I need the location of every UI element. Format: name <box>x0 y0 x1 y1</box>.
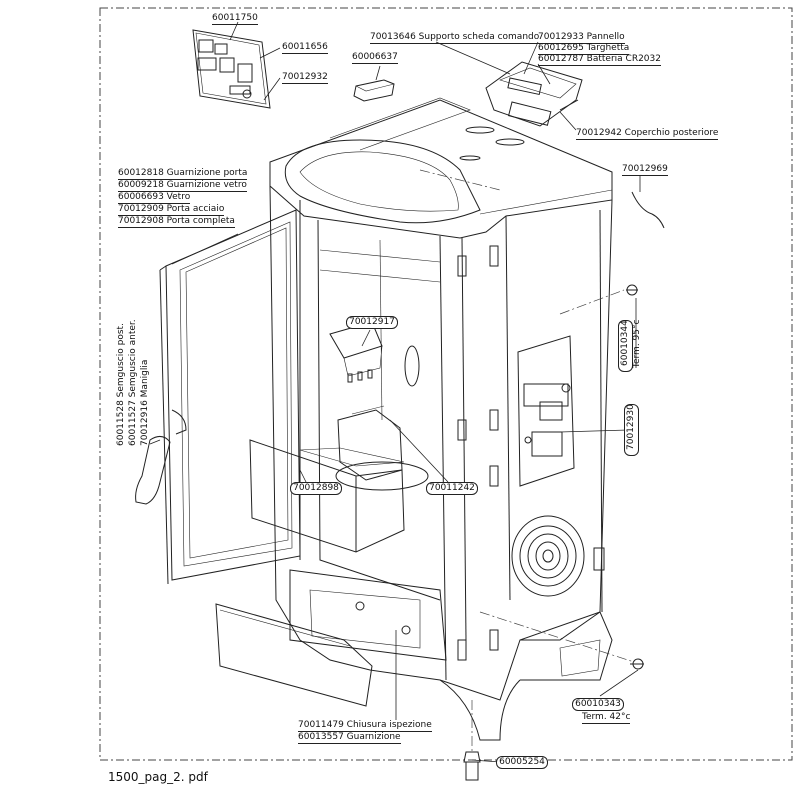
fan-part <box>511 515 585 597</box>
label-60010343-term: Term. 42°c <box>582 712 631 724</box>
label-60010343: 60010343 <box>572 698 624 711</box>
label-70012930: 70012930 <box>626 404 636 450</box>
label-60012787: 60012787 Batteria CR2032 <box>538 54 661 66</box>
label-60011527: 60011527 Semguscio anter. <box>128 319 138 446</box>
label-60011528: 60011528 Semguscio post. <box>116 323 126 446</box>
stove-top <box>269 97 613 239</box>
page-border <box>99 7 793 761</box>
label-60013557: 60013557 Guarnizione <box>298 732 401 744</box>
label-60006693: 60006693 Vetro <box>118 192 191 204</box>
label-70012908: 70012908 Porta completa <box>118 216 235 228</box>
label-60011656: 60011656 <box>282 42 328 54</box>
label-60010344-term: Term. 95°c <box>632 319 642 368</box>
foot-part <box>463 751 481 781</box>
label-60005254: 60005254 <box>496 756 548 769</box>
label-70012909: 70012909 Porta acciaio <box>118 204 225 216</box>
ash-drawer-part <box>249 439 405 553</box>
label-60009218: 60009218 Guarnizione vetro <box>118 180 247 192</box>
label-70012933: 70012933 Pannello <box>538 32 625 44</box>
label-70012930-box <box>624 404 639 456</box>
label-60011750: 60011750 <box>212 13 258 25</box>
pellet-hopper-part <box>329 321 383 383</box>
axis-lines <box>419 169 635 752</box>
label-70012917: 70012917 <box>346 316 398 329</box>
handle-part <box>135 409 187 505</box>
label-70012969: 70012969 <box>622 164 668 176</box>
label-60006637: 60006637 <box>352 52 398 64</box>
leader-lines <box>149 21 641 763</box>
front-lower-part <box>289 569 447 661</box>
label-70012898: 70012898 <box>290 482 342 495</box>
thermostat-42-part <box>630 658 644 670</box>
label-70011242: 70011242 <box>426 482 478 495</box>
label-60010344-box <box>618 320 633 372</box>
thermostat-95-part <box>626 284 638 296</box>
label-70013646: 70013646 Supporto scheda comando <box>370 32 540 44</box>
pillow-part <box>353 79 395 102</box>
label-60010344: 60010344 <box>620 320 630 366</box>
label-60012695: 60012695 Targhetta <box>538 43 630 55</box>
burn-pot-part <box>337 405 403 481</box>
rear-electronics <box>517 335 575 487</box>
label-70012942: 70012942 Coperchio posteriore <box>576 128 719 140</box>
control-board-part <box>192 29 271 109</box>
control-panel-part <box>485 61 583 127</box>
cable-part <box>631 191 665 229</box>
label-70011479: 70011479 Chiusura ispezione <box>298 720 432 732</box>
door-part <box>159 209 301 585</box>
inspection-cover-part <box>215 603 373 707</box>
stove-base <box>439 611 613 741</box>
label-70012932: 70012932 <box>282 72 328 84</box>
stove-body <box>269 185 613 701</box>
label-70012916: 70012916 Maniglia <box>140 359 150 446</box>
footer-filename: 1500_pag_2. pdf <box>108 770 208 784</box>
label-60012818: 60012818 Guarnizione porta <box>118 168 248 180</box>
